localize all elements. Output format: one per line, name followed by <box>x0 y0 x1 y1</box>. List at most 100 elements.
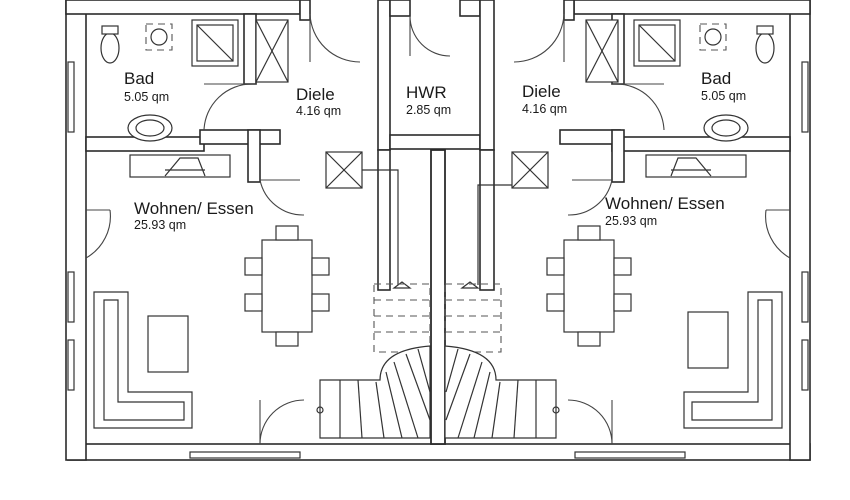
door-bad-right <box>612 83 665 131</box>
cabinet-left-x2 <box>255 19 289 83</box>
stair-post-left <box>316 406 324 414</box>
sideboard-right <box>645 154 747 178</box>
shower-diagonal-left <box>196 24 234 62</box>
chair-right-2 <box>546 293 565 312</box>
cabinet-right-x2 <box>585 19 619 83</box>
stair-tread-right-5 <box>457 361 483 439</box>
bathroom-right <box>585 19 775 142</box>
sofa-right-inner <box>691 299 773 421</box>
chair-right-4 <box>613 293 632 312</box>
shaft-right-x2 <box>511 151 549 189</box>
bottom-wall <box>67 443 811 461</box>
toilet-tank-right <box>756 25 774 35</box>
stair-tread-left-7 <box>417 348 431 393</box>
door-bottom-right <box>567 399 613 445</box>
window-living-left-1 <box>67 271 75 323</box>
stair-tread-left-4 <box>385 371 403 439</box>
stair-tread-right-3 <box>491 381 501 439</box>
room-area-wohnen-right: 25.93 qm <box>605 214 657 228</box>
doors <box>85 13 791 445</box>
chair-right-1 <box>546 257 565 276</box>
toilet-tank-left <box>101 25 119 35</box>
shower-inner-left <box>196 24 234 62</box>
room-labels: Bad 5.05 qm Diele 4.16 qm HWR 2.85 qm Di… <box>124 69 746 232</box>
stair-upper-right <box>444 283 502 353</box>
wall-entrance-left <box>299 0 311 21</box>
wall-diele-left-jamb <box>247 129 261 183</box>
bathroom-left <box>100 19 289 142</box>
room-name-wohnen-right: Wohnen/ Essen <box>605 194 725 213</box>
sink-inner-left <box>135 119 165 137</box>
stair-lower-right <box>444 345 557 439</box>
shower-inner-right <box>638 24 676 62</box>
outer-walls <box>65 0 811 461</box>
toilet-left <box>100 32 120 64</box>
door-living-right <box>567 179 613 216</box>
chair-left-6 <box>275 331 299 347</box>
sink-left <box>127 114 173 142</box>
living-right <box>546 154 783 429</box>
chair-left-3 <box>311 257 330 276</box>
interior-walls <box>85 0 791 445</box>
room-area-diele-right: 4.16 qm <box>522 102 567 116</box>
bidet-right <box>699 23 727 51</box>
coffee-table-left <box>147 315 189 373</box>
room-name-bad-left: Bad <box>124 69 154 88</box>
wall-stair-right <box>479 149 495 291</box>
wall-hwr-right <box>479 0 495 151</box>
coffee-table-right <box>687 311 729 369</box>
room-name-diele-left: Diele <box>296 85 335 104</box>
wall-diele-left-bottom <box>199 129 281 145</box>
stairs-right <box>444 151 560 439</box>
stair-tread-right-4 <box>473 371 491 439</box>
toilet-right <box>755 32 775 64</box>
top-wall-right <box>573 0 811 15</box>
window-living-right-2 <box>801 339 809 391</box>
room-name-wohnen-left: Wohnen/ Essen <box>134 199 254 218</box>
wall-bad-diele-left <box>243 13 257 85</box>
wall-hwr-left <box>377 0 391 151</box>
stair-tread-left-5 <box>393 361 419 439</box>
room-area-wohnen-left: 25.93 qm <box>134 218 186 232</box>
wall-diele-right-bottom <box>559 129 621 145</box>
chair-left-5 <box>275 225 299 241</box>
right-wall <box>789 0 811 461</box>
room-name-hwr: HWR <box>406 83 447 102</box>
bidet-bowl-left <box>150 28 168 46</box>
door-bad-left <box>203 83 256 131</box>
sideboard-left <box>129 154 231 178</box>
wall-stair-left <box>377 149 391 291</box>
left-wall <box>65 0 87 461</box>
door-side-left <box>85 209 111 259</box>
door-entrance-right <box>513 13 565 63</box>
fireplace-left <box>164 157 206 177</box>
chair-left-1 <box>244 257 263 276</box>
wall-bad-right-bottom <box>611 136 791 152</box>
shaft-left-x2 <box>325 151 363 189</box>
chair-right-3 <box>613 257 632 276</box>
stair-tread-right-2 <box>513 379 519 439</box>
wall-diele-right-jamb <box>611 129 625 183</box>
bidet-left <box>145 23 173 51</box>
room-area-bad-right: 5.05 qm <box>701 89 746 103</box>
top-wall-left <box>65 0 301 15</box>
door-bottom-left <box>259 399 305 445</box>
fireplace-right <box>670 157 712 177</box>
chair-left-4 <box>311 293 330 312</box>
sofa-left-inner <box>103 299 185 421</box>
dining-table-left <box>261 239 313 333</box>
sink-right <box>703 114 749 142</box>
window-bad-left <box>67 61 75 133</box>
stair-upper-left <box>373 283 431 353</box>
door-entrance-left <box>309 13 361 63</box>
sink-inner-right <box>711 119 741 137</box>
chair-right-5 <box>577 225 601 241</box>
room-area-hwr: 2.85 qm <box>406 103 451 117</box>
stair-tread-right-7 <box>445 348 459 393</box>
stair-tread-right-6 <box>445 353 471 421</box>
stair-arrow-left <box>392 281 412 289</box>
party-wall <box>430 149 446 445</box>
stair-arrow-right <box>460 281 480 289</box>
stair-post-right <box>552 406 560 414</box>
